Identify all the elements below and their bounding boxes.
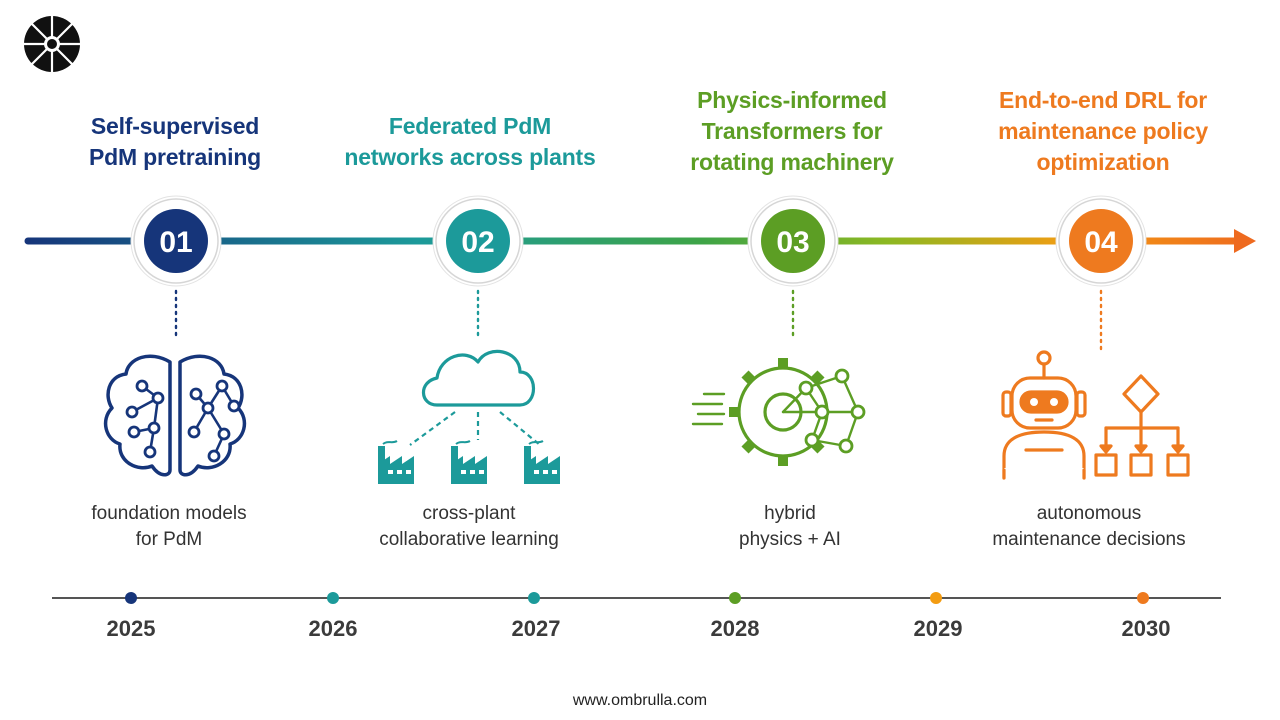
brand-logo <box>24 16 80 72</box>
cloud-factories-icon <box>378 349 560 484</box>
step-marker-1: 01 <box>130 195 222 287</box>
step-marker-3: 03 <box>747 195 839 287</box>
brain-network-icon <box>103 354 247 477</box>
step-number-1: 01 <box>159 226 192 259</box>
year-dot-2029 <box>930 592 942 604</box>
footer-url[interactable]: www.ombrulla.com <box>572 692 708 709</box>
year-dot-2025 <box>125 592 137 604</box>
step-number-3: 03 <box>776 226 809 259</box>
year-dot-2030 <box>1137 592 1149 604</box>
year-dot-2026 <box>327 592 339 604</box>
step-4-title: End-to-end DRL for maintenance policy op… <box>998 87 1208 175</box>
step-number-2: 02 <box>461 226 494 259</box>
step-marker-4: 04 <box>1055 195 1147 287</box>
year-label-2030: 2030 <box>1121 616 1171 641</box>
step-2-description: cross-plant collaborative learning <box>379 503 559 550</box>
year-dot-2028 <box>729 592 741 604</box>
gear-network-icon <box>691 358 866 466</box>
step-3-description: hybrid physics + AI <box>739 503 841 550</box>
timeline-arrowhead <box>1234 229 1256 253</box>
year-label-2027: 2027 <box>511 616 561 641</box>
step-marker-2: 02 <box>432 195 524 287</box>
step-1-title: Self-supervised PdM pretraining <box>88 113 262 170</box>
step-2-title: Federated PdM networks across plants <box>344 113 596 170</box>
robot-flowchart-icon <box>1001 350 1190 480</box>
year-label-2026: 2026 <box>308 616 358 641</box>
year-label-2029: 2029 <box>913 616 963 641</box>
step-3-title: Physics-informed Transformers for rotati… <box>690 87 894 175</box>
year-label-2028: 2028 <box>710 616 760 641</box>
step-4-description: autonomous maintenance decisions <box>992 503 1186 550</box>
step-1-description: foundation models for PdM <box>91 503 247 550</box>
step-number-4: 04 <box>1084 226 1118 259</box>
year-dot-2027 <box>528 592 540 604</box>
year-label-2025: 2025 <box>106 616 156 641</box>
